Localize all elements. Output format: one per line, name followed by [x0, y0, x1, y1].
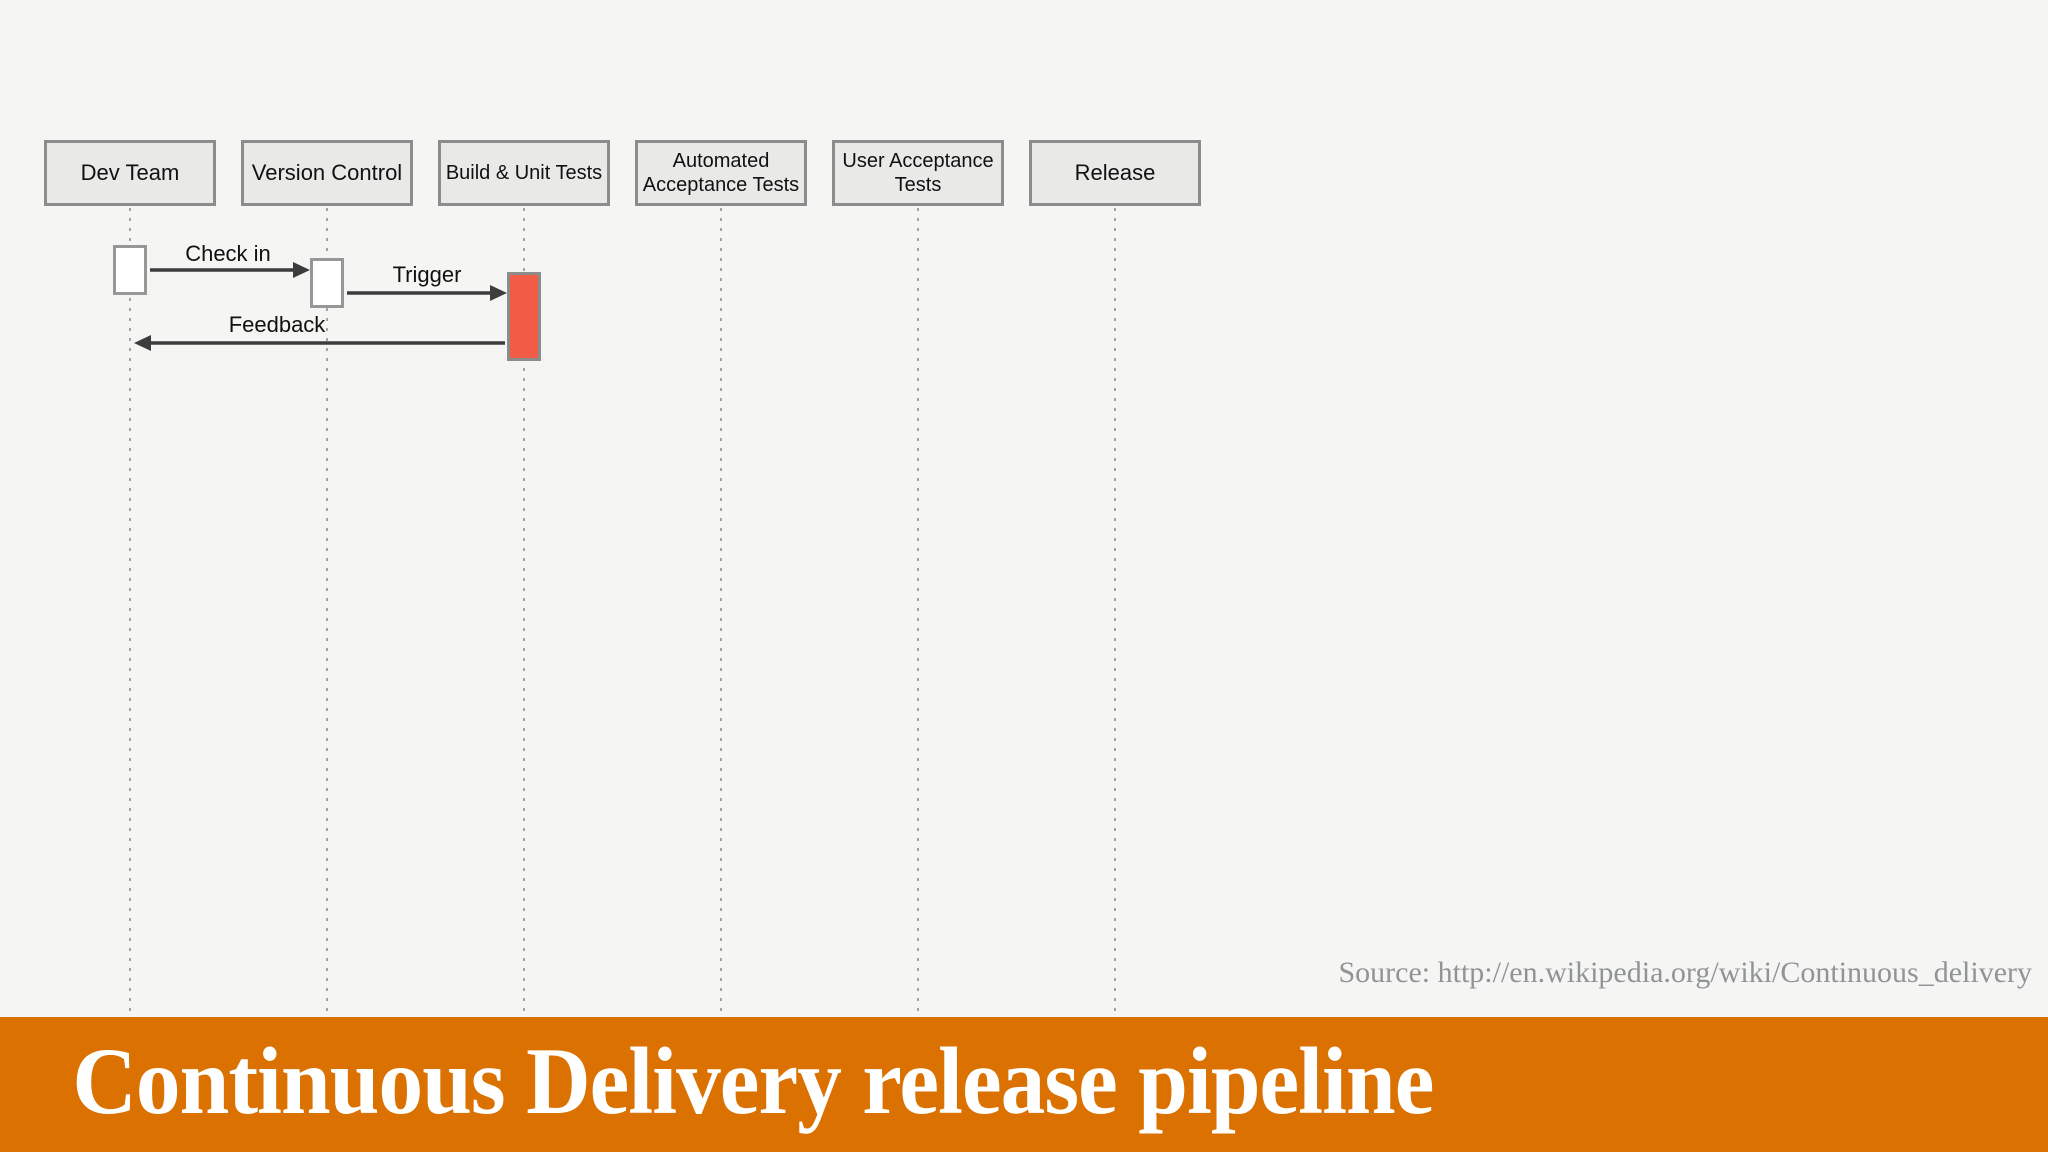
lifeline-dev-team — [129, 208, 131, 1017]
lifeline-build-unit-tests — [523, 208, 525, 1017]
actor-build-unit-tests: Build & Unit Tests — [438, 140, 610, 206]
source-attribution: Source: http://en.wikipedia.org/wiki/Con… — [1338, 956, 2032, 989]
actor-version-control: Version Control — [241, 140, 413, 206]
actor-release: Release — [1029, 140, 1201, 206]
activation-build-unit-tests — [507, 272, 541, 361]
lifeline-version-control — [326, 208, 328, 1017]
lifeline-automated-acceptance-tests — [720, 208, 722, 1017]
actor-dev-team: Dev Team — [44, 140, 216, 206]
actor-user-acceptance-tests: User Acceptance Tests — [832, 140, 1004, 206]
lifeline-release — [1114, 208, 1116, 1017]
page-title: Continuous Delivery release pipeline — [72, 1028, 1434, 1134]
message-label-trigger: Trigger — [392, 262, 462, 287]
activation-dev-team — [113, 245, 147, 295]
message-label-check-in: Check in — [185, 241, 271, 266]
activation-version-control — [310, 258, 344, 308]
actor-automated-acceptance-tests: Automated Acceptance Tests — [635, 140, 807, 206]
message-label-feedback: Feedback — [228, 312, 326, 337]
title-banner: Continuous Delivery release pipeline — [0, 1017, 2048, 1152]
lifeline-user-acceptance-tests — [917, 208, 919, 1017]
